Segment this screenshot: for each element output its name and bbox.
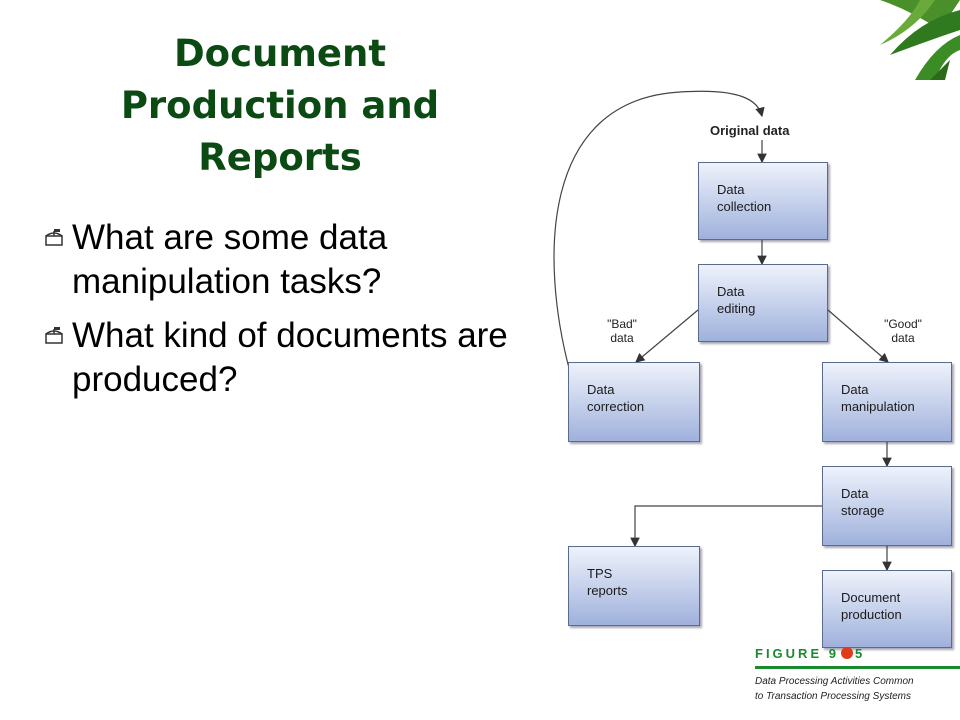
data-correction-box: Data correction [568,362,700,442]
bad-data-label: "Bad" data [607,317,637,345]
bullet-item: What kind of documents are produced? [40,314,510,402]
bullet-text: What kind of documents are produced? [72,316,508,399]
data-correction-label: Data correction [587,382,645,414]
mailbox-bullet-icon [45,327,63,344]
bullet-item: What are some data manipulation tasks? [40,216,510,304]
bullet-list: What are some data manipulation tasks? W… [40,216,510,412]
diagram-connectors [553,90,892,572]
document-production-box: Document production [822,570,952,648]
data-manipulation-box: Data manipulation [822,362,952,442]
good-data-label: "Good" data [884,317,922,345]
figure-caption-text: Data Processing Activities Common to Tra… [755,676,914,702]
data-editing-label: Data editing [717,284,756,316]
figure-number: FIGURE 9 5 [755,646,865,661]
arrow-storage-to-tps [630,505,822,548]
slide-title: Document Production and Reports [60,28,500,184]
slide-title-text: Document Production and Reports [120,32,440,179]
mailbox-bullet-icon [45,229,63,246]
original-data-label: Original data [710,123,790,138]
data-storage-label: Data storage [841,486,885,518]
feedback-loop-arrow [553,90,765,373]
tps-reports-box: TPS reports [568,546,700,626]
data-collection-label: Data collection [717,182,772,214]
figure-caption: FIGURE 9 5 Data Processing Activities Com… [755,646,960,720]
figure-rule [755,666,960,669]
figure-dot-icon [840,647,853,659]
document-production-label: Document production [841,590,902,622]
data-processing-diagram: Original data Data collection Data editi… [540,80,960,720]
figure-prefix: FIGURE 9 [755,646,839,661]
data-manipulation-label: Data manipulation [841,382,915,414]
tps-reports-label: TPS reports [587,566,628,598]
figure-suffix: 5 [854,646,866,661]
data-collection-box: Data collection [698,162,828,240]
arrow-editing-to-manipulation [827,309,889,363]
bamboo-leaves-decoration [880,0,960,80]
arrow-editing-to-correction [635,309,699,363]
data-storage-box: Data storage [822,466,952,546]
bullet-text: What are some data manipulation tasks? [72,218,388,301]
data-editing-box: Data editing [698,264,828,342]
